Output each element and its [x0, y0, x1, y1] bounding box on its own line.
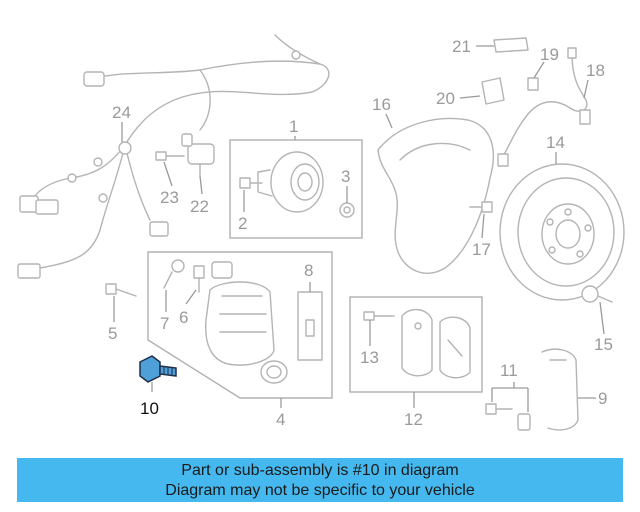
callout-20: 20 — [436, 89, 455, 108]
caliper-cap — [163, 259, 185, 289]
callout-19: 19 — [540, 45, 559, 64]
caliper — [205, 261, 275, 366]
wheel-hub — [257, 151, 324, 213]
highlighted-bolt — [139, 355, 177, 383]
dust-shield — [377, 117, 494, 274]
speed-sensor — [181, 133, 215, 177]
brake-disc — [499, 163, 625, 301]
callout-22: 22 — [190, 197, 209, 216]
caliper-bolt — [105, 283, 137, 297]
caption-line-2: Diagram may not be specific to your vehi… — [165, 482, 475, 499]
callout-6: 6 — [179, 308, 188, 327]
bleeder-screw — [193, 265, 205, 293]
hose-bracket — [481, 77, 539, 105]
callout-16: 16 — [372, 95, 391, 114]
callout-2: 2 — [238, 214, 247, 233]
brake-pad-outer — [439, 316, 471, 379]
callout-23: 23 — [160, 188, 179, 207]
callout-8: 8 — [304, 261, 313, 280]
small-bolt — [155, 151, 185, 161]
callout-18: 18 — [586, 61, 605, 80]
wiring-harness — [17, 34, 330, 279]
wear-sensor — [363, 311, 395, 321]
callout-9: 9 — [598, 389, 607, 408]
disc-screw — [469, 201, 493, 213]
callout-21: 21 — [452, 37, 471, 56]
callout-7: 7 — [160, 314, 169, 333]
callout-3: 3 — [341, 167, 350, 186]
caption-banner: Part or sub-assembly is #10 in diagram D… — [17, 458, 623, 502]
callout-4: 4 — [276, 410, 285, 429]
guide-bolt — [581, 285, 613, 303]
bracket-guide — [541, 348, 579, 431]
hub-assembly-box — [229, 139, 363, 239]
caliper-box — [147, 251, 333, 399]
hub-bolt — [239, 177, 263, 189]
anti-rattle-plate — [297, 291, 323, 361]
callout-12: 12 — [404, 410, 423, 429]
caliper-piston — [260, 360, 288, 384]
brake-pad-inner — [401, 309, 433, 377]
callout-14: 14 — [546, 133, 565, 152]
callout-17: 17 — [472, 240, 491, 259]
callout-13: 13 — [360, 348, 379, 367]
callout-11: 11 — [500, 361, 518, 380]
callout-24: 24 — [112, 103, 131, 122]
parts-diagram: 1 2 3 4 5 6 7 8 9 10 11 12 13 14 15 16 1… — [17, 34, 625, 431]
brake-pads-box — [349, 296, 483, 393]
leader-lines — [113, 45, 605, 412]
callout-10: 10 — [140, 399, 159, 418]
hub-nut — [339, 202, 355, 218]
guide-bolt-kit — [485, 403, 531, 431]
brake-hose — [497, 47, 591, 167]
callout-5: 5 — [108, 324, 117, 343]
callout-1: 1 — [289, 117, 298, 136]
bracket-clip — [493, 37, 529, 53]
callout-15: 15 — [594, 335, 613, 354]
caption-line-1: Part or sub-assembly is #10 in diagram — [181, 462, 459, 479]
